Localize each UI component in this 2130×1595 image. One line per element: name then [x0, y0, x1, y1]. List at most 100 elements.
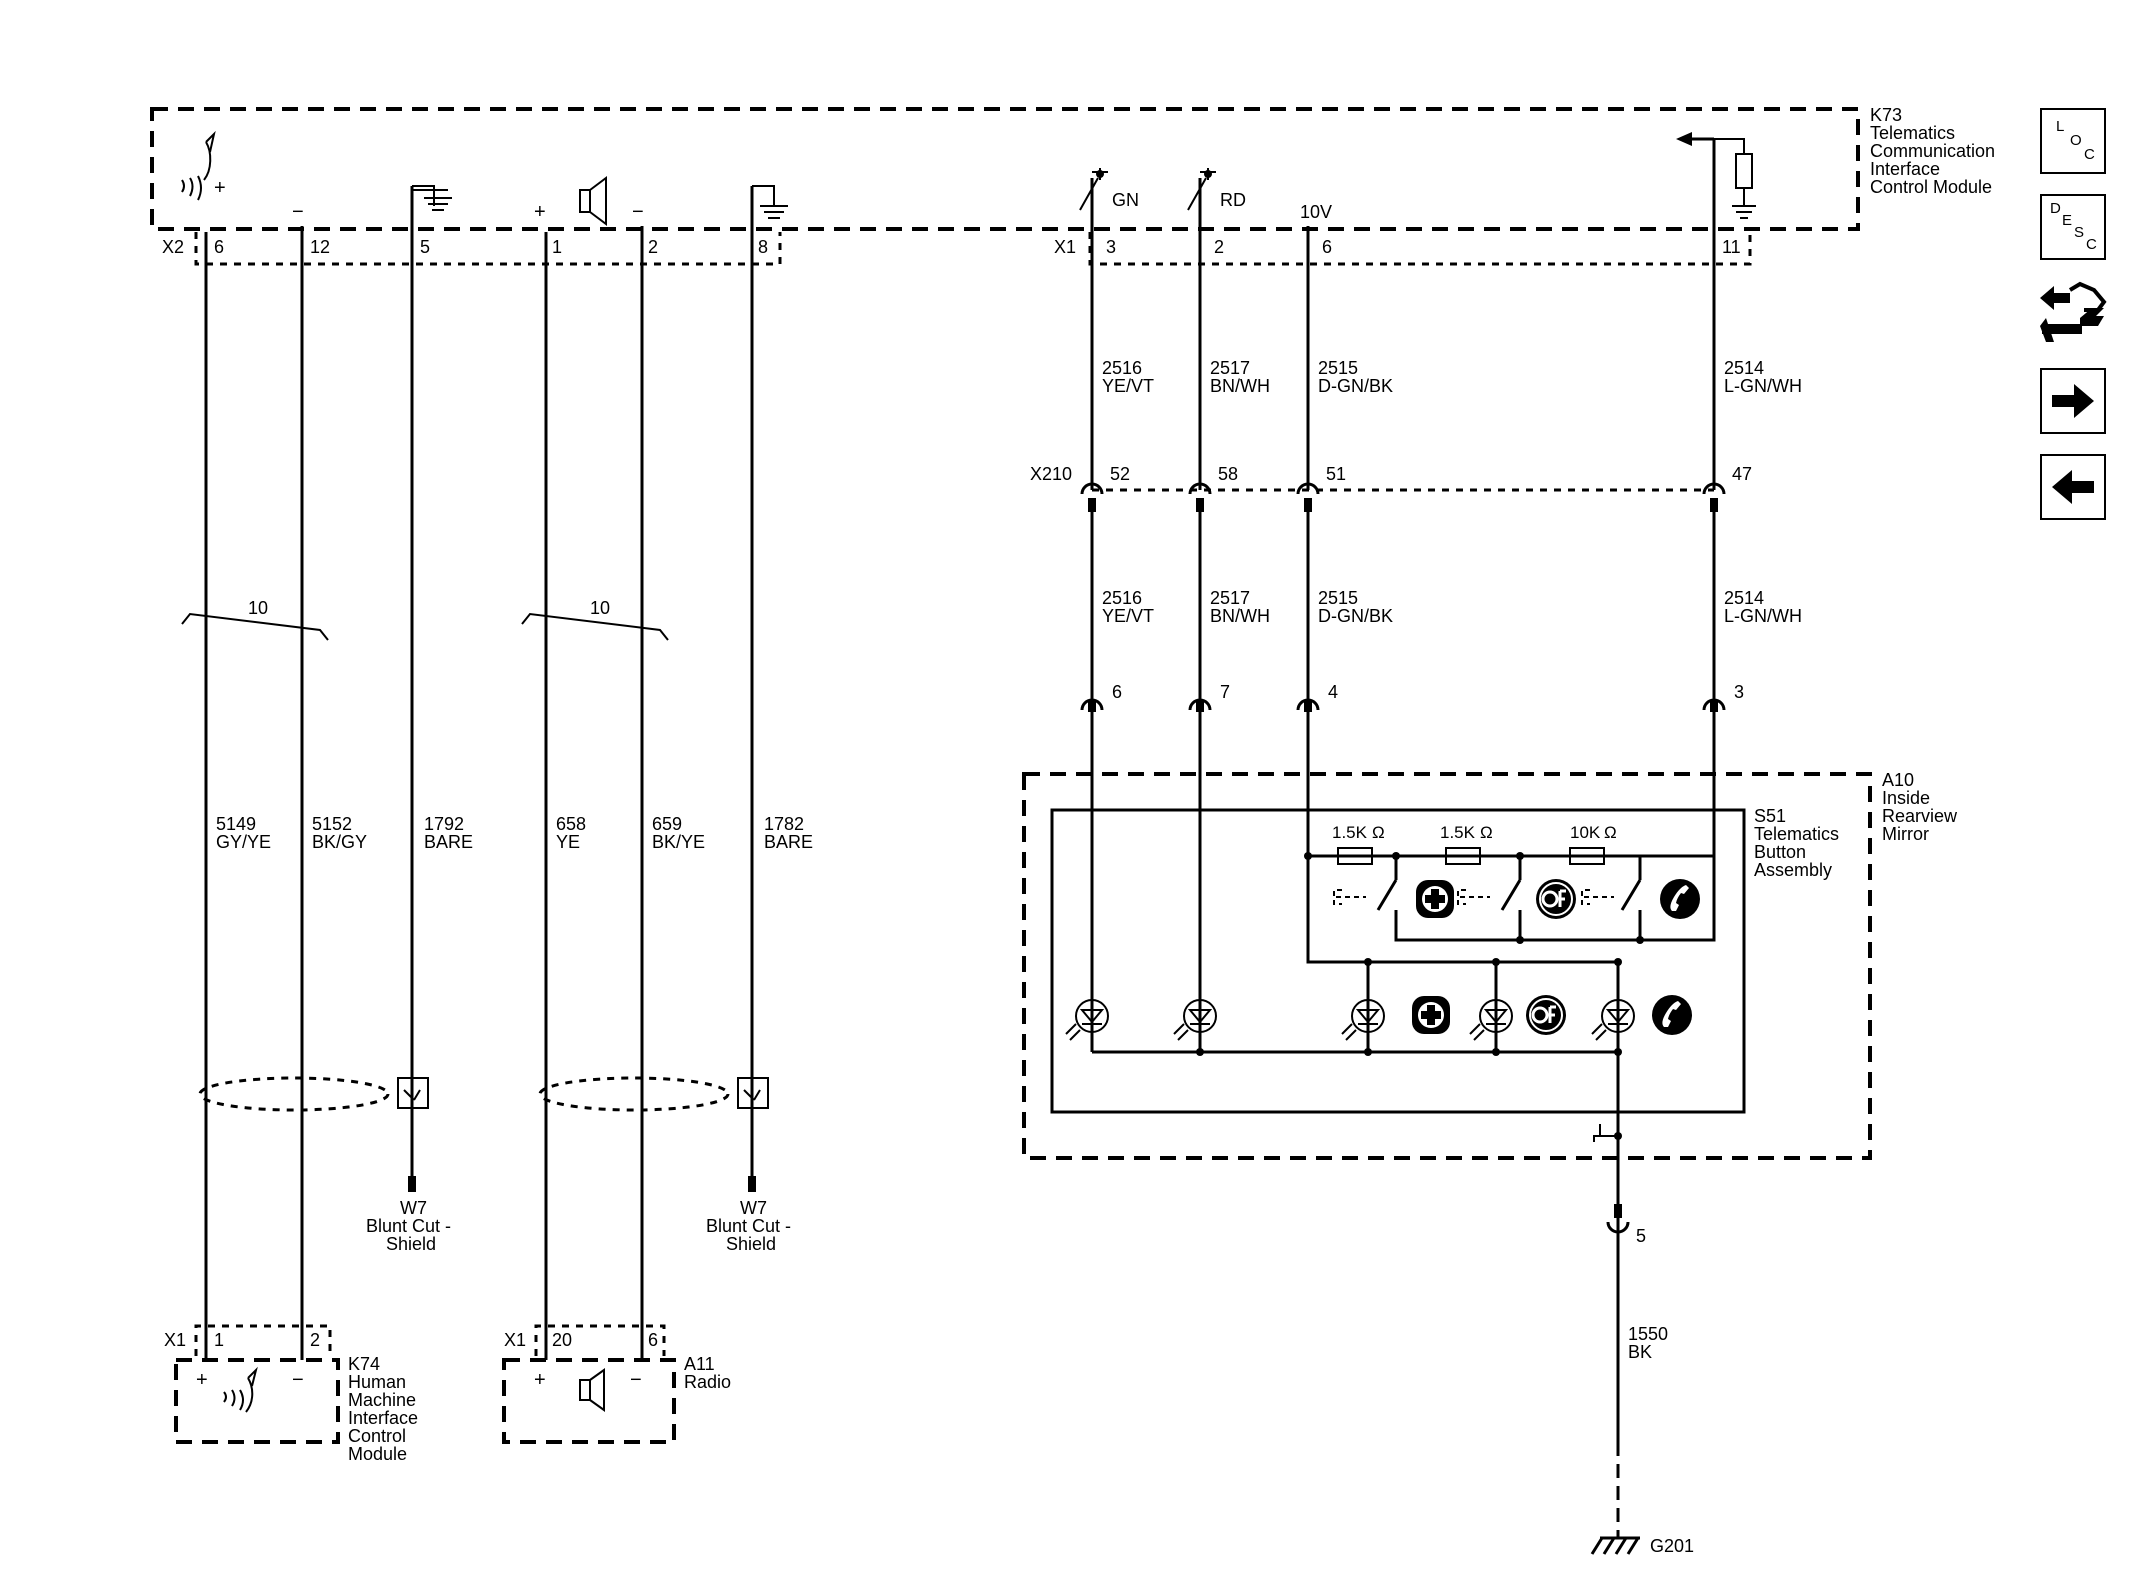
k74-microphone-icon [223, 1366, 258, 1413]
onstar-button-icon [1536, 879, 1576, 919]
a10-id: A10 [1882, 770, 1914, 790]
shield-1-id: W7 [400, 1198, 427, 1218]
x210-id: X210 [1030, 464, 1072, 484]
a11-minus-label: − [630, 1369, 642, 1391]
twist-label-1: 10 [248, 598, 268, 618]
wire-659-color: BK/YE [652, 832, 705, 852]
desc-letter-d: D [2050, 200, 2061, 217]
nav-button-prev[interactable] [2040, 454, 2106, 520]
x2-pin-12: 12 [310, 237, 330, 257]
wire-2517-circuit-lower: 2517 [1210, 588, 1250, 608]
nav-button-loc[interactable]: L O C [2040, 108, 2106, 174]
wire-2517-color-upper: BN/WH [1210, 376, 1270, 396]
k74-id: K74 [348, 1354, 380, 1374]
a11-x1-connector-outline [534, 1324, 666, 1356]
nav-button-next[interactable] [2040, 368, 2106, 434]
s51-name-line-1: Telematics [1754, 824, 1839, 844]
a11-pin-6: 6 [648, 1330, 658, 1350]
s51-name-line-3: Assembly [1754, 860, 1832, 880]
k73-name-line-3: Interface [1870, 159, 1940, 179]
x1-pin-3: 3 [1106, 237, 1116, 257]
wire-658-color: YE [556, 832, 580, 852]
wire-1792-color: BARE [424, 832, 473, 852]
shield-drain-1 [397, 1077, 429, 1109]
k74-x1-id: X1 [164, 1330, 186, 1350]
shield-1-label-line-1: Blunt Cut - [366, 1216, 451, 1236]
wire-658-circuit: 658 [556, 814, 586, 834]
ground-g201-label: G201 [1650, 1536, 1694, 1556]
ground-icon [411, 185, 452, 211]
desc-letter-c: C [2086, 236, 2097, 253]
speaker-plus-label: + [534, 201, 546, 223]
a11-plus-label: + [534, 1369, 546, 1391]
switch-rd-label: RD [1220, 190, 1246, 210]
k74-name-line-5: Module [348, 1444, 407, 1464]
radio-speaker-icon [579, 1368, 605, 1412]
a10-name-line-1: Inside [1882, 788, 1930, 808]
supply-10v-label: 10V [1300, 202, 1332, 222]
twist-mark-2 [521, 612, 669, 641]
speaker-minus-label: − [632, 201, 644, 223]
wire-2514-circuit-upper: 2514 [1724, 358, 1764, 378]
wire-2516-color-upper: YE/VT [1102, 376, 1154, 396]
nav-button-desc[interactable]: D E S C [2040, 194, 2106, 260]
x210-pin-47: 47 [1732, 464, 1752, 484]
wire-1782-circuit: 1782 [764, 814, 804, 834]
x210-terminals [1080, 482, 1726, 512]
switch-rd-icon [1187, 168, 1216, 211]
k73-x2-id: X2 [162, 237, 184, 257]
emergency-cross-button-icon [1416, 880, 1454, 918]
ground-pin-terminal [1606, 1221, 1630, 1234]
x2-pin-5: 5 [420, 237, 430, 257]
s51-assembly-outline [1050, 808, 1746, 1114]
wire-659-circuit: 659 [652, 814, 682, 834]
resistor-3-ohm: Ω [1604, 823, 1617, 842]
shield-2-label-line-2: Shield [726, 1234, 776, 1254]
shield-ellipse-1 [198, 1076, 390, 1112]
switch-gn-label: GN [1112, 190, 1139, 210]
x1-pin-6: 6 [1322, 237, 1332, 257]
shield-1-label-line-2: Shield [386, 1234, 436, 1254]
resistor-3-value: 10K [1570, 823, 1601, 842]
loc-letter-c: C [2084, 146, 2095, 163]
wire-1792-circuit: 1792 [424, 814, 464, 834]
k73-x1-connector-outline [1088, 232, 1752, 266]
a10-terminals [1080, 698, 1726, 712]
microphone-icon [181, 130, 216, 201]
nav-button-connector-wrench[interactable] [2036, 278, 2110, 348]
x210-pin-51: 51 [1326, 464, 1346, 484]
wire-1550-circuit: 1550 [1628, 1324, 1668, 1344]
twist-label-2: 10 [590, 598, 610, 618]
a11-x1-id: X1 [504, 1330, 526, 1350]
k74-name-line-3: Interface [348, 1408, 418, 1428]
wire-2514-color-upper: L-GN/WH [1724, 376, 1802, 396]
a11-id: A11 [684, 1354, 715, 1374]
a10-ground-splice [1593, 1124, 1618, 1142]
resistor-ladder [1304, 847, 1714, 962]
s51-id: S51 [1754, 806, 1786, 826]
phone-button-icon [1660, 879, 1700, 919]
shield-ellipse-2 [538, 1076, 730, 1112]
resistor-1-value: 1.5K [1332, 823, 1368, 842]
k74-pin-2: 2 [310, 1330, 320, 1350]
wire-2515-color-upper: D-GN/BK [1318, 376, 1393, 396]
k73-x2-connector-outline [194, 232, 782, 266]
k74-x1-connector-outline [194, 1324, 332, 1356]
x2-pin-6: 6 [214, 237, 224, 257]
wire-5152-color: BK/GY [312, 832, 367, 852]
a10-pin-3: 3 [1734, 682, 1744, 702]
k74-module-outline [174, 1358, 340, 1444]
pullup-resistor-icon [1676, 132, 1756, 240]
desc-letter-s: S [2074, 224, 2085, 241]
shield-drain-2 [737, 1077, 769, 1109]
s51-name-line-2: Button [1754, 842, 1806, 862]
k73-name-line-1: Telematics [1870, 123, 1955, 143]
a10-pin-7: 7 [1220, 682, 1230, 702]
x210-pin-52: 52 [1110, 464, 1130, 484]
mic-plus-label: + [214, 177, 226, 199]
a10-module-outline [1022, 772, 1872, 1160]
wire-2516-circuit-lower: 2516 [1102, 588, 1142, 608]
a11-module-outline [502, 1358, 676, 1444]
wire-1550-color: BK [1628, 1342, 1652, 1362]
k74-pin-1: 1 [214, 1330, 224, 1350]
